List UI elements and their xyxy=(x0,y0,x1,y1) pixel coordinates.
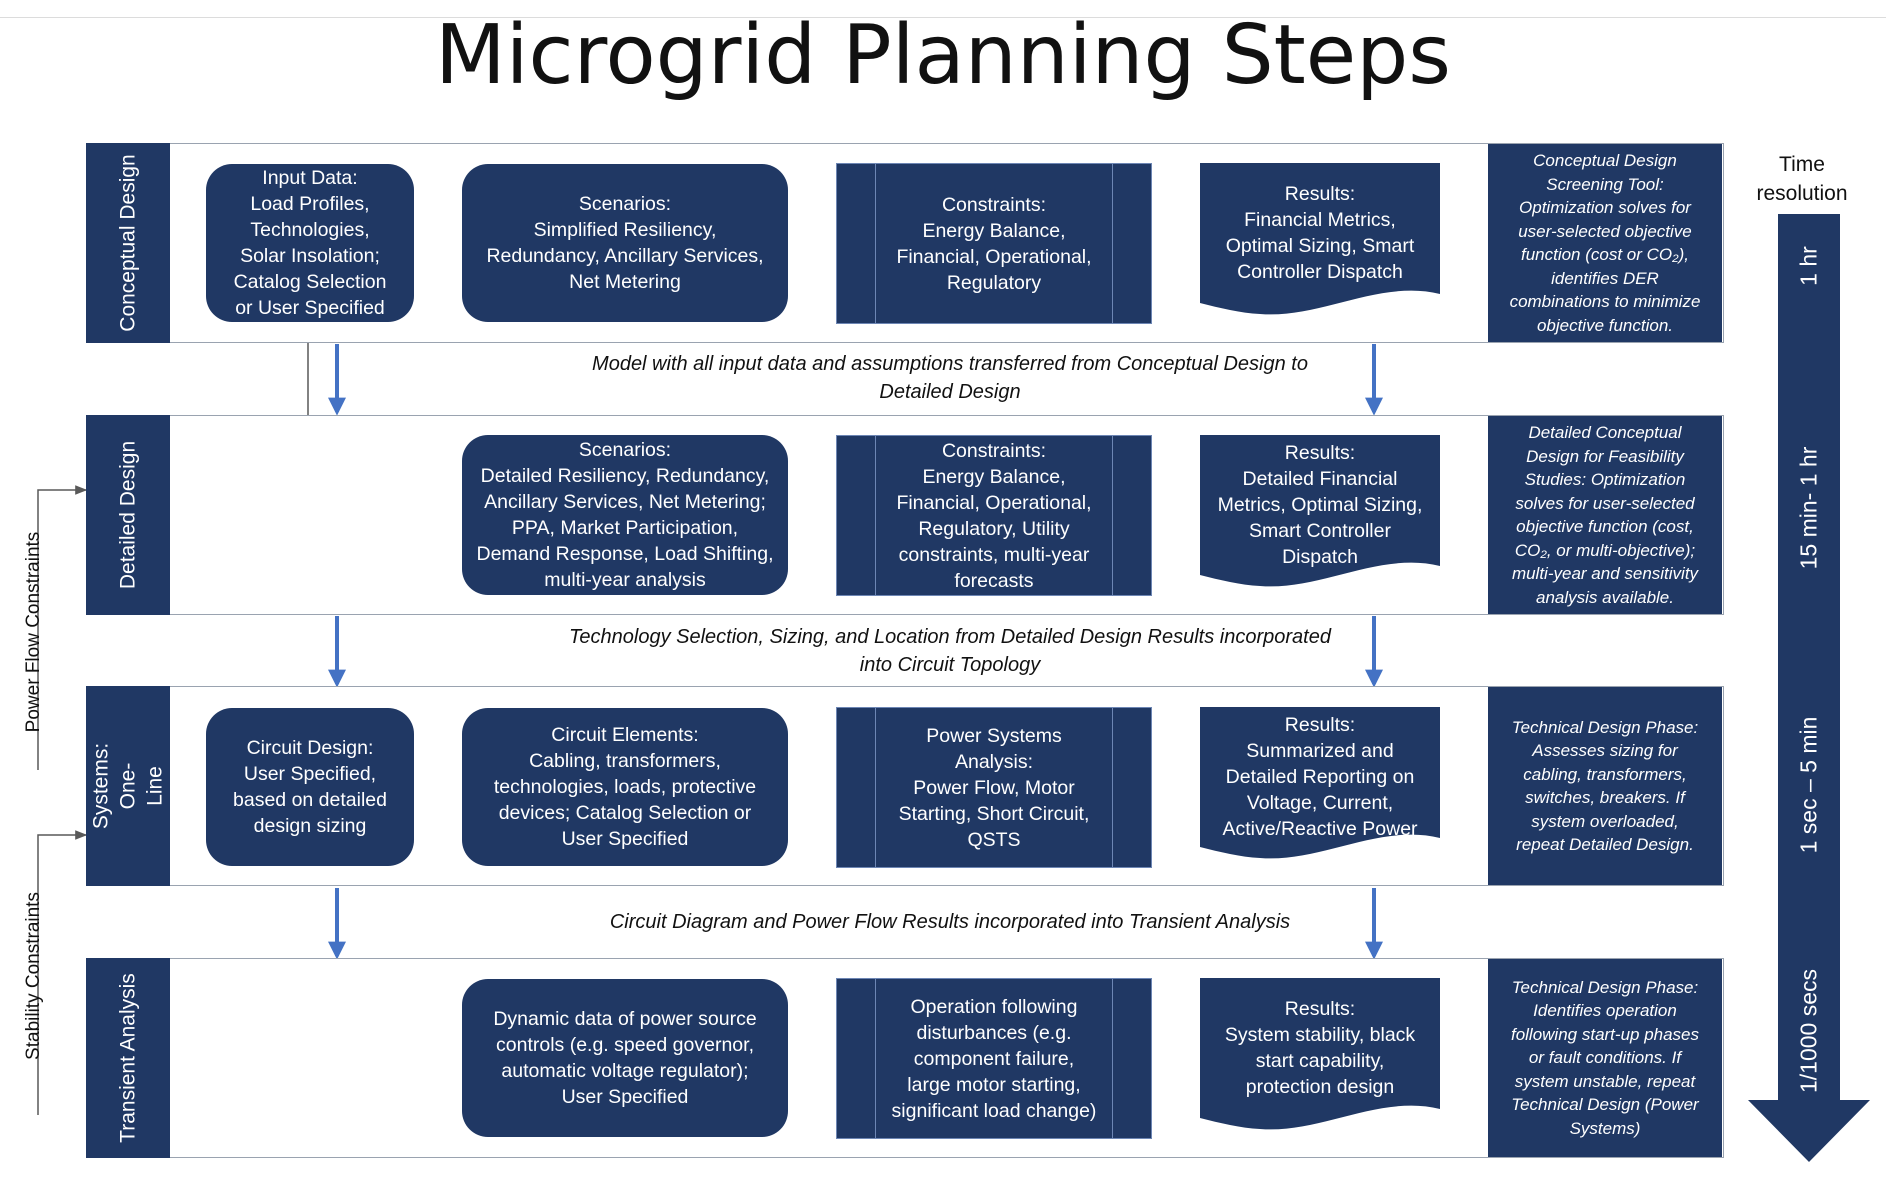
transfer-text-conceptual-to-detailed: Model with all input data and assumption… xyxy=(592,353,1308,403)
results-box-power-systems: Results: Summarized and Detailed Reporti… xyxy=(1200,707,1440,868)
description-transient-analysis: Technical Design Phase: Identifies opera… xyxy=(1488,959,1722,1157)
results-box-detailed: Results: Detailed Financial Metrics, Opt… xyxy=(1200,435,1440,596)
description-conceptual-design: Conceptual Design Screening Tool: Optimi… xyxy=(1488,144,1722,342)
row-label-power-systems: Power Systems: One-Line Designer xyxy=(63,686,194,886)
circuit-elements-box: Circuit Elements: Cabling, transformers,… xyxy=(462,708,788,866)
time-level-1-sec-5-min: 1 sec – 5 min xyxy=(1795,716,1822,854)
results-box-transient: Results: System stability, black start c… xyxy=(1200,978,1440,1139)
power-flow-constraints-label: Power Flow Constraints xyxy=(23,531,44,733)
row-label-detailed-design: Detailed Design xyxy=(86,415,170,615)
time-level-1-hr: 1 hr xyxy=(1795,246,1822,286)
top-divider xyxy=(0,17,1886,18)
power-systems-analysis-box: Power Systems Analysis: Power Flow, Moto… xyxy=(836,707,1152,868)
description-power-systems: Technical Design Phase: Assesses sizing … xyxy=(1488,687,1722,885)
constraints-box-conceptual: Constraints: Energy Balance, Financial, … xyxy=(836,163,1152,324)
transfer-text-detailed-to-circuit: Technology Selection, Sizing, and Locati… xyxy=(569,626,1331,676)
description-detailed-design: Detailed Conceptual Design for Feasibili… xyxy=(1488,416,1722,614)
input-data-box: Input Data: Load Profiles, Technologies,… xyxy=(206,164,414,322)
time-resolution-title: Time resolution xyxy=(1756,153,1848,205)
row-label-transient-analysis: Transient Analysis xyxy=(86,958,170,1158)
dynamic-data-box: Dynamic data of power source controls (e… xyxy=(462,979,788,1137)
transfer-text-circuit-to-transient: Circuit Diagram and Power Flow Results i… xyxy=(609,911,1291,933)
stability-feedback-line xyxy=(37,830,88,1115)
operation-following-disturbances-box: Operation following disturbances (e.g. c… xyxy=(836,978,1152,1139)
results-box-conceptual: Results: Financial Metrics, Optimal Sizi… xyxy=(1200,163,1440,324)
power-flow-feedback-line xyxy=(37,485,88,770)
row-label-conceptual-design: Conceptual Design xyxy=(86,143,170,343)
time-resolution-arrow xyxy=(1748,214,1870,1162)
stability-constraints-label: Stability Constraints xyxy=(23,892,44,1060)
scenarios-box-detailed: Scenarios: Detailed Resiliency, Redundan… xyxy=(462,435,788,595)
page-title: Microgrid Planning Steps xyxy=(434,8,1452,103)
scenarios-box-conceptual: Scenarios: Simplified Resiliency, Redund… xyxy=(462,164,788,322)
time-level-15-min-1-hr: 15 min- 1 hr xyxy=(1795,446,1822,570)
time-level-1-1000-secs: 1/1000 secs xyxy=(1795,968,1822,1094)
constraints-box-detailed: Constraints: Energy Balance, Financial, … xyxy=(836,435,1152,596)
circuit-design-box: Circuit Design: User Specified, based on… xyxy=(206,708,414,866)
